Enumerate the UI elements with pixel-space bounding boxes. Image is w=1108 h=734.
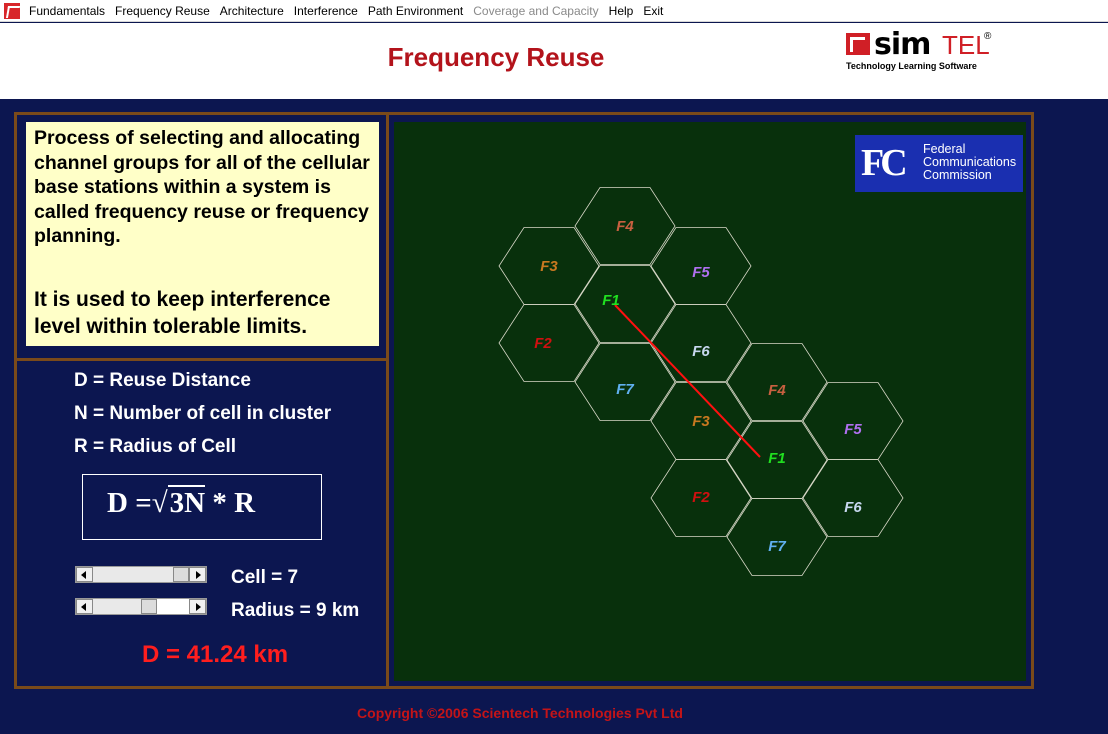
menu-bar: Fundamentals Frequency Reuse Architectur… xyxy=(0,0,1108,22)
cell-label: F3 xyxy=(692,413,710,430)
hex-cell xyxy=(650,304,752,382)
cell-label: F7 xyxy=(768,538,786,555)
panel-divider xyxy=(386,115,389,686)
fcc-logo: FC Federal Communications Commission xyxy=(855,135,1023,192)
fcc-line1: Federal xyxy=(923,142,966,156)
menu-exit[interactable]: Exit xyxy=(643,3,664,18)
formula-lhs: D = xyxy=(107,487,152,519)
radius-slider[interactable] xyxy=(75,598,207,615)
reuse-distance-line xyxy=(614,304,761,458)
description-paragraph: Process of selecting and allocating chan… xyxy=(34,127,370,248)
cell-label: F4 xyxy=(768,382,786,399)
hex-cell xyxy=(498,304,600,382)
cell-slider-thumb[interactable] xyxy=(173,567,189,582)
menu-interference[interactable]: Interference xyxy=(293,3,358,18)
page-title: Frequency Reuse xyxy=(387,42,605,72)
hex-cell xyxy=(802,459,904,537)
formula-rhs: * R xyxy=(205,487,256,519)
cell-label: F4 xyxy=(616,218,634,235)
menu-coverage-and-capacity: Coverage and Capacity xyxy=(473,3,599,18)
hex-cell xyxy=(574,343,676,421)
cell-slider-left-arrow-icon[interactable] xyxy=(76,567,93,582)
reuse-distance-formula: D =√3N * R xyxy=(107,485,256,520)
description-purpose: It is used to keep interference level wi… xyxy=(34,288,331,338)
cell-label: F5 xyxy=(692,264,710,281)
hex-cell xyxy=(650,459,752,537)
logo-registered-mark: ® xyxy=(984,31,992,42)
hex-cell xyxy=(726,498,828,576)
menu-help[interactable]: Help xyxy=(608,3,634,18)
formula-radical: √ xyxy=(151,487,168,519)
copyright-notice: Copyright ©2006 Scientech Technologies P… xyxy=(357,705,683,721)
hex-cell xyxy=(574,187,676,265)
simtel-logo: sim TEL ® Technology Learning Software xyxy=(846,27,996,71)
hex-cell xyxy=(726,343,828,421)
radius-label: Radius = 9 km xyxy=(231,600,360,621)
main-panel: Process of selecting and allocating chan… xyxy=(14,112,1034,689)
radius-slider-thumb[interactable] xyxy=(141,599,157,614)
simtel-mark-icon xyxy=(846,33,870,55)
cell-label: F6 xyxy=(844,499,862,516)
menu-path-environment[interactable]: Path Environment xyxy=(367,3,464,18)
fcc-line3: Commission xyxy=(923,168,992,182)
menu-architecture[interactable]: Architecture xyxy=(219,3,284,18)
legend-reuse-distance: D = Reuse Distance xyxy=(74,370,251,391)
cell-count-slider[interactable] xyxy=(75,566,207,583)
fcc-mark-icon: FC xyxy=(861,142,908,184)
logo-secondary-text: TEL xyxy=(942,30,990,60)
app-logo-icon xyxy=(4,2,20,19)
cell-slider-track[interactable] xyxy=(93,567,173,582)
cell-slider-right-arrow-icon[interactable] xyxy=(189,567,206,582)
radius-slider-track[interactable] xyxy=(93,599,141,614)
radius-slider-left-arrow-icon[interactable] xyxy=(76,599,93,614)
description-box: Process of selecting and allocating chan… xyxy=(26,122,379,346)
legend-cluster-size: N = Number of cell in cluster xyxy=(74,403,332,424)
logo-main-text: sim xyxy=(874,27,931,62)
formula-radicand: 3N xyxy=(167,485,206,519)
cell-label: F1 xyxy=(602,292,620,309)
cell-count-label: Cell = 7 xyxy=(231,567,299,588)
header: Frequency Reuse sim TEL ® Technology Lea… xyxy=(0,23,1108,99)
cell-label: F5 xyxy=(844,421,862,438)
cell-label: F3 xyxy=(540,258,558,275)
cell-label: F2 xyxy=(692,489,710,506)
cell-label: F7 xyxy=(616,381,634,398)
fcc-line2: Communications xyxy=(923,155,1017,169)
logo-tagline: Technology Learning Software xyxy=(846,61,977,71)
cell-label: F1 xyxy=(768,450,786,467)
description-panel: Process of selecting and allocating chan… xyxy=(17,115,387,361)
menu-fundamentals[interactable]: Fundamentals xyxy=(29,3,106,18)
legend-radius: R = Radius of Cell xyxy=(74,436,237,457)
menu-frequency-reuse[interactable]: Frequency Reuse xyxy=(115,3,210,18)
cell-label: F2 xyxy=(534,335,552,352)
reuse-distance-result: D = 41.24 km xyxy=(142,641,289,668)
hex-cell xyxy=(574,265,676,343)
radius-slider-right-arrow-icon[interactable] xyxy=(189,599,206,614)
formula-box: D =√3N * R xyxy=(82,474,322,540)
cell-label: F6 xyxy=(692,343,710,360)
fcc-name: Federal Communications Commission xyxy=(923,143,1016,182)
